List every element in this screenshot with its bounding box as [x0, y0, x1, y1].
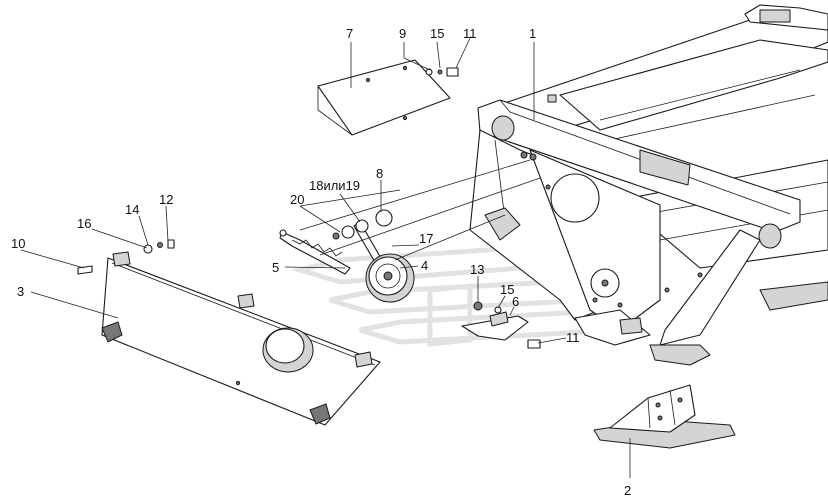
callout-4: 4: [421, 258, 428, 273]
small-fasteners: [77, 239, 541, 349]
callout-10: 10: [11, 236, 25, 251]
foot-pad: [593, 384, 736, 449]
callout-14: 14: [125, 202, 139, 217]
callout-8: 8: [376, 166, 383, 181]
main-frame: [469, 4, 828, 366]
callout-12: 12: [159, 192, 173, 207]
callout-3: 3: [17, 284, 24, 299]
callout-7: 7: [346, 26, 353, 41]
callout-13: 13: [470, 262, 484, 277]
callout-2: 2: [624, 483, 631, 498]
callout-20: 20: [290, 192, 304, 207]
callout-9: 9: [399, 26, 406, 41]
tensioner-assembly: [279, 209, 415, 303]
callout-labels: 1 2 3 4 5 6 7 8 9 10 11 11 12 13 14 15 1…: [11, 26, 631, 498]
assembly-guide-lines: [299, 159, 541, 261]
callout-11-top: 11: [463, 26, 477, 41]
callout-18-or-19: 18или19: [309, 178, 360, 193]
callout-6: 6: [512, 294, 519, 309]
callout-15-bottom: 15: [500, 282, 514, 297]
callout-15-top: 15: [430, 26, 444, 41]
callout-11-bottom: 11: [566, 330, 580, 345]
leader-lines: [20, 35, 631, 478]
cover-panel: [101, 251, 381, 426]
callout-5: 5: [272, 260, 279, 275]
callout-17: 17: [419, 231, 433, 246]
support-bracket: [461, 301, 529, 341]
callout-16: 16: [77, 216, 91, 231]
top-fasteners: [425, 67, 459, 77]
callout-1: 1: [529, 26, 536, 41]
